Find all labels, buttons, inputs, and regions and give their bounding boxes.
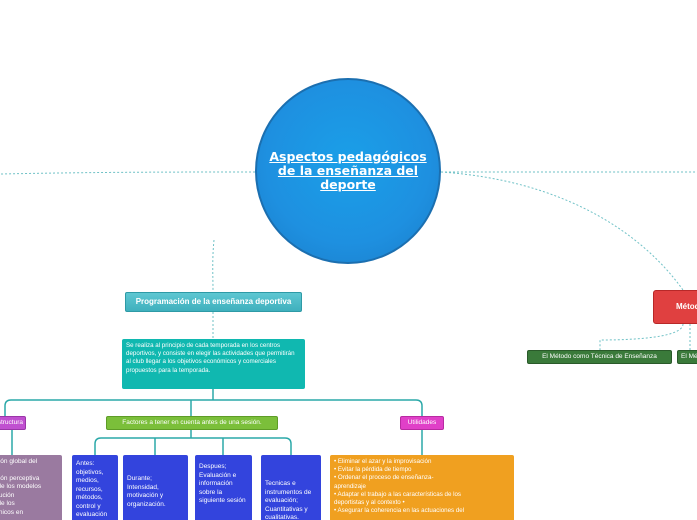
estructura-line: a de los modelos [0,483,42,490]
utilidades-item: • Eliminar el azar y la improvisación [334,458,432,465]
topic-estructura[interactable]: Estructura [0,416,26,430]
estructura-line: ecución [0,491,15,499]
topic-metodos[interactable]: Métodos [653,290,697,324]
utilidades-item: aprendizaje [334,482,366,490]
topic-utilidades[interactable]: Utilidades [400,416,444,430]
factor-tecnicas[interactable]: Tecnicas e instrumentos de evaluación; C… [261,455,321,520]
utilidades-item: deportistas y al contexto • [334,499,405,507]
estructura-line: ación global del [0,458,38,465]
utilidades-list[interactable]: • Eliminar el azar y la improvisación • … [330,455,514,520]
utilidades-item: • Adaptar el trabajo a las característic… [334,490,462,498]
metodo-secondary[interactable]: El Método [677,350,697,364]
factor-durante[interactable]: Durante; Intensidad, motivación y organi… [123,455,188,520]
factor-antes[interactable]: Antes: objetivos, medios, recursos, méto… [72,455,118,520]
programacion-description[interactable]: Se realiza al principio de cada temporad… [122,339,305,389]
estructura-detail[interactable]: ación global del ación perceptiva a de l… [0,455,62,520]
utilidades-item: • Ordenar el proceso de enseñanza- [334,474,434,482]
central-topic-title: Aspectos pedagógicos de la enseñanza del… [269,149,427,192]
factor-despues[interactable]: Despues; Evaluación e información sobre … [195,455,252,520]
estructura-line: n de los [0,500,15,507]
utilidades-item: • Evitar la pérdida de tiempo [334,466,412,474]
central-topic[interactable]: Aspectos pedagógicos de la enseñanza del… [255,78,441,264]
estructura-line [0,467,58,475]
metodo-tecnica-ensenanza[interactable]: El Método como Técnica de Enseñanza [527,350,672,364]
topic-programacion[interactable]: Programación de la enseñanza deportiva [125,292,302,312]
estructura-line: ación perceptiva [0,474,40,482]
topic-factores[interactable]: Factores a tener en cuenta antes de una … [106,416,278,430]
utilidades-item: • Asegurar la coherencia en las actuacio… [334,507,465,515]
estructura-line: écnicos en [0,508,24,516]
